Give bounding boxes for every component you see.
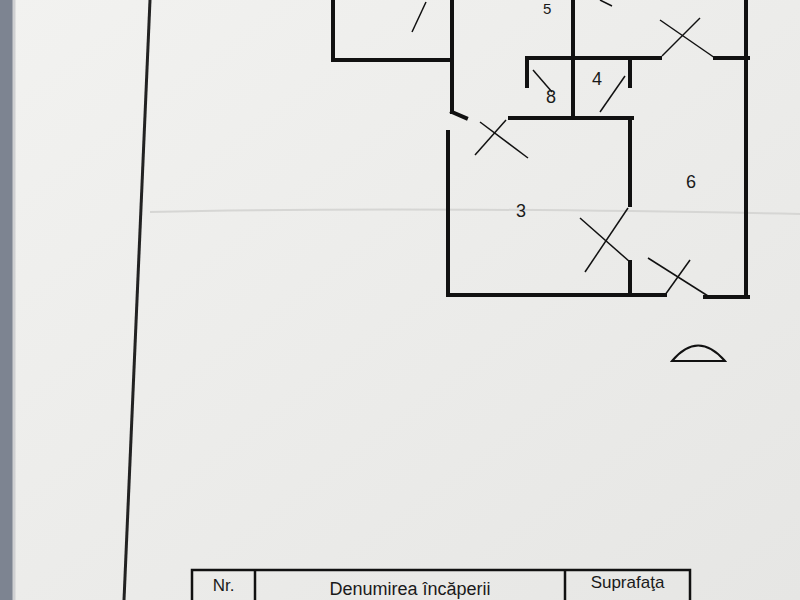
table-header: Suprafaţa [591,574,665,591]
table-header: Nr. [213,577,235,594]
table-surface [0,0,14,600]
room-number: 8 [546,88,556,106]
room-number: 6 [686,173,696,191]
room-number: 4 [592,70,602,88]
walls [333,0,748,297]
north-symbol [672,346,725,362]
room-number: 5 [543,1,551,16]
paper-edge [13,0,16,600]
paper-fold [150,209,800,214]
door-symbols [412,0,715,296]
page-border [124,0,150,600]
table-header: Denumirea încăperii [329,580,490,598]
table-grid [192,570,690,600]
room-number: 3 [516,202,526,220]
